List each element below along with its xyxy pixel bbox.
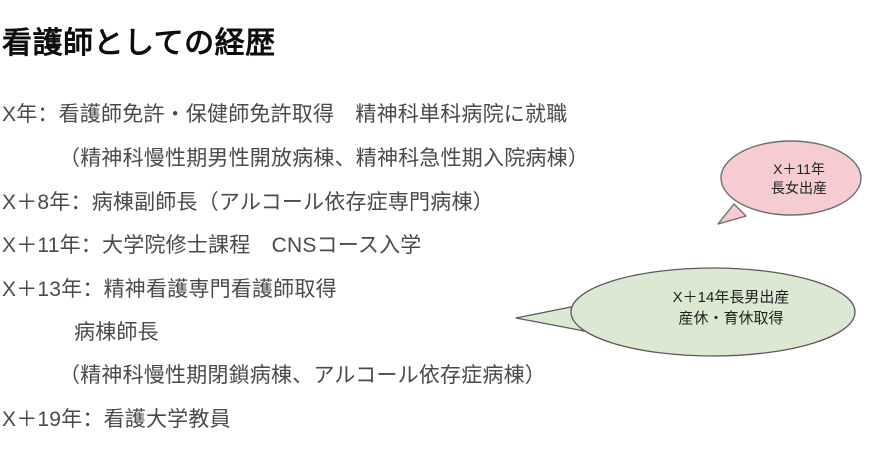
callout-oval-icon — [570, 267, 856, 357]
callout-balloon-pink: X＋11年 長女出産 — [714, 138, 866, 228]
career-line: X＋19年：看護大学教員 — [2, 408, 231, 431]
career-line: （精神科慢性期男性開放病棟、精神科急性期入院病棟） — [59, 147, 589, 170]
career-line: （精神科慢性期閉鎖病棟、アルコール依存症病棟） — [59, 364, 546, 387]
callout-balloon-green: X＋14年長男出産 産休・育休取得 — [510, 264, 862, 360]
oval-callout-shape-icon — [515, 267, 856, 357]
career-line: X＋8年：病棟副師長（アルコール依存症専門病棟） — [2, 191, 494, 214]
career-line: 病棟師長 — [74, 321, 159, 344]
page-title: 看護師としての経歴 — [2, 27, 276, 60]
career-line: X＋13年：精神看護専門看護師取得 — [2, 278, 337, 301]
career-line: X年：看護師免許・保健師免許取得 精神科単科病院に就職 — [2, 103, 568, 126]
callout-tail-icon — [717, 203, 747, 225]
career-line: X＋11年：大学院修士課程 CNSコース入学 — [2, 234, 422, 257]
oval-callout-shape-icon — [717, 140, 862, 225]
callout-oval-icon — [720, 140, 862, 216]
